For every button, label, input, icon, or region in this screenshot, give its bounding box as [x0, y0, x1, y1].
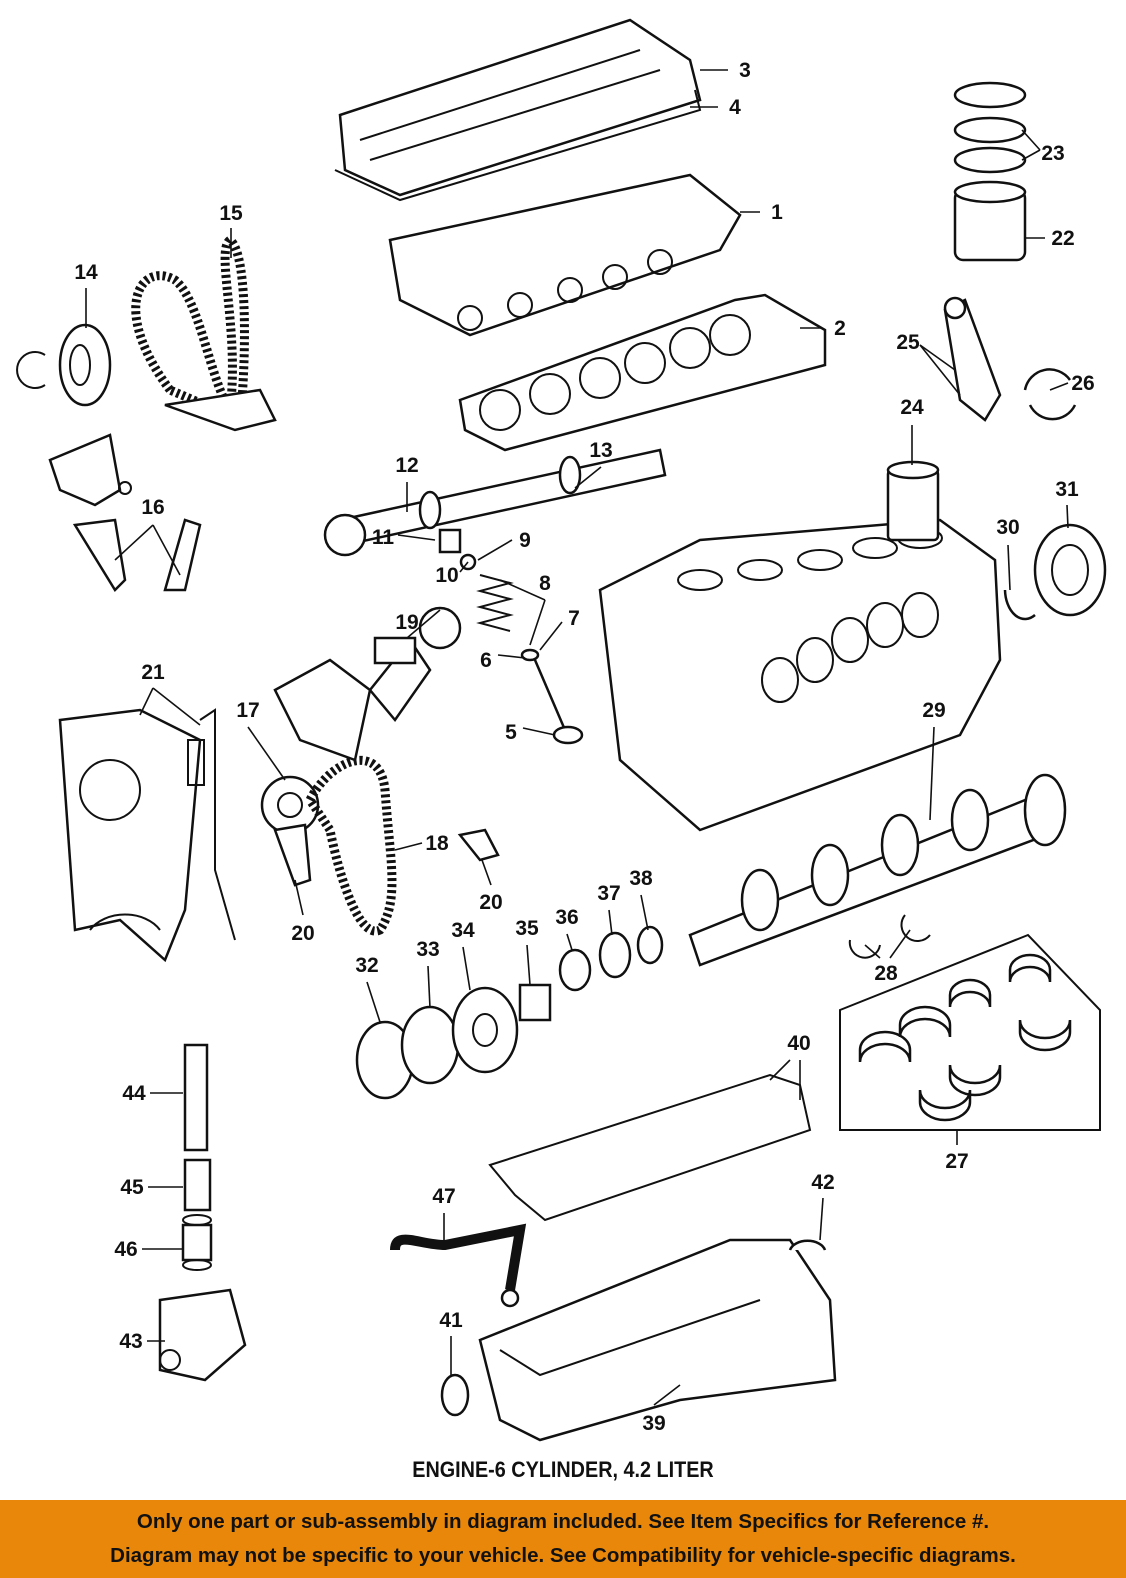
- timing-cover: [58, 708, 236, 963]
- callout: 34: [451, 919, 475, 942]
- callout: 19: [395, 611, 418, 634]
- oil-pan-gasket: [488, 1073, 812, 1222]
- valve-cover: [334, 18, 702, 202]
- cylinder-liner: [886, 460, 940, 542]
- callout: 21: [141, 661, 165, 684]
- thrust-washers: [848, 914, 931, 959]
- callout: 29: [922, 699, 945, 722]
- callout: 37: [597, 882, 620, 905]
- callout: 18: [425, 832, 449, 855]
- callout: 6: [480, 649, 492, 672]
- engine-parts-diagram: 3 4 1 23 22 15 14 2 25 26 24 12 13 31 30…: [16, 18, 1107, 1442]
- leader-lines: [85, 69, 1069, 1406]
- callout: 8: [539, 572, 551, 595]
- disclaimer-banner: Only one part or sub-assembly in diagram…: [0, 1500, 1126, 1578]
- callout: 30: [996, 516, 1019, 539]
- callout: 11: [372, 526, 395, 549]
- callout: 36: [555, 906, 578, 929]
- guide-rails: [72, 518, 202, 593]
- crankshaft: [688, 773, 1067, 967]
- callout: 42: [811, 1171, 834, 1194]
- callout: 47: [432, 1185, 455, 1208]
- callout: 7: [568, 607, 580, 630]
- callout: 44: [122, 1082, 146, 1105]
- cylinder-head: [388, 173, 742, 337]
- disclaimer-line-2: Diagram may not be specific to your vehi…: [110, 1544, 1016, 1567]
- callout: 46: [114, 1238, 137, 1261]
- callout: 10: [435, 564, 458, 587]
- callout: 20: [291, 922, 314, 945]
- disclaimer-line-1: Only one part or sub-assembly in diagram…: [136, 1510, 990, 1533]
- diagram-title: ENGINE-6 CYLINDER, 4.2 LITER: [412, 1457, 714, 1482]
- piston: [953, 180, 1027, 262]
- chain-guides: [273, 823, 500, 887]
- sprocket: [16, 323, 112, 407]
- callout: 31: [1055, 478, 1079, 501]
- callout: 4: [729, 96, 741, 119]
- piston-rings: [953, 81, 1027, 174]
- callout: 23: [1041, 142, 1064, 165]
- callout: 39: [642, 1412, 665, 1435]
- camshaft: [323, 448, 667, 557]
- timing-chain-lower: [260, 637, 432, 936]
- callout: 45: [120, 1176, 144, 1199]
- oil-pan: [440, 1238, 837, 1442]
- callout: 15: [219, 202, 243, 225]
- main-bearings-box: [839, 933, 1101, 1131]
- callout: 5: [505, 721, 517, 744]
- callout: 27: [945, 1150, 968, 1173]
- rod-bearings: [1023, 368, 1077, 421]
- callout: 17: [236, 699, 259, 722]
- callout: 2: [834, 317, 846, 340]
- callout: 20: [479, 891, 502, 914]
- callout: 41: [439, 1309, 463, 1332]
- callout: 35: [515, 917, 539, 940]
- callout: 25: [896, 331, 920, 354]
- callout: 24: [900, 396, 924, 419]
- pulleys: [355, 925, 664, 1100]
- engine-block: [598, 518, 1002, 832]
- callout: 22: [1051, 227, 1074, 250]
- callout: 13: [589, 439, 612, 462]
- callout: 12: [395, 454, 418, 477]
- callout: 16: [141, 496, 164, 519]
- callout: 43: [119, 1330, 142, 1353]
- timing-chain-upper: [131, 234, 277, 432]
- callout: 32: [355, 954, 378, 977]
- connecting-rod: [943, 296, 1002, 422]
- callout: 1: [771, 201, 783, 224]
- oil-pump-parts: [158, 1043, 247, 1382]
- callout: 9: [519, 529, 531, 552]
- head-gasket: [458, 293, 827, 452]
- callout: 26: [1071, 372, 1094, 395]
- oil-pickup: [390, 1223, 527, 1308]
- rear-seal: [1003, 523, 1107, 621]
- callout: 14: [74, 261, 98, 284]
- callout-labels: 3 4 1 23 22 15 14 2 25 26 24 12 13 31 30…: [74, 59, 1094, 1435]
- tensioner: [48, 433, 132, 507]
- callout: 33: [416, 938, 439, 961]
- callout: 40: [787, 1032, 810, 1055]
- valve-train: [438, 528, 584, 745]
- callout: 28: [874, 962, 898, 985]
- callout: 38: [629, 867, 653, 890]
- callout: 3: [739, 59, 751, 82]
